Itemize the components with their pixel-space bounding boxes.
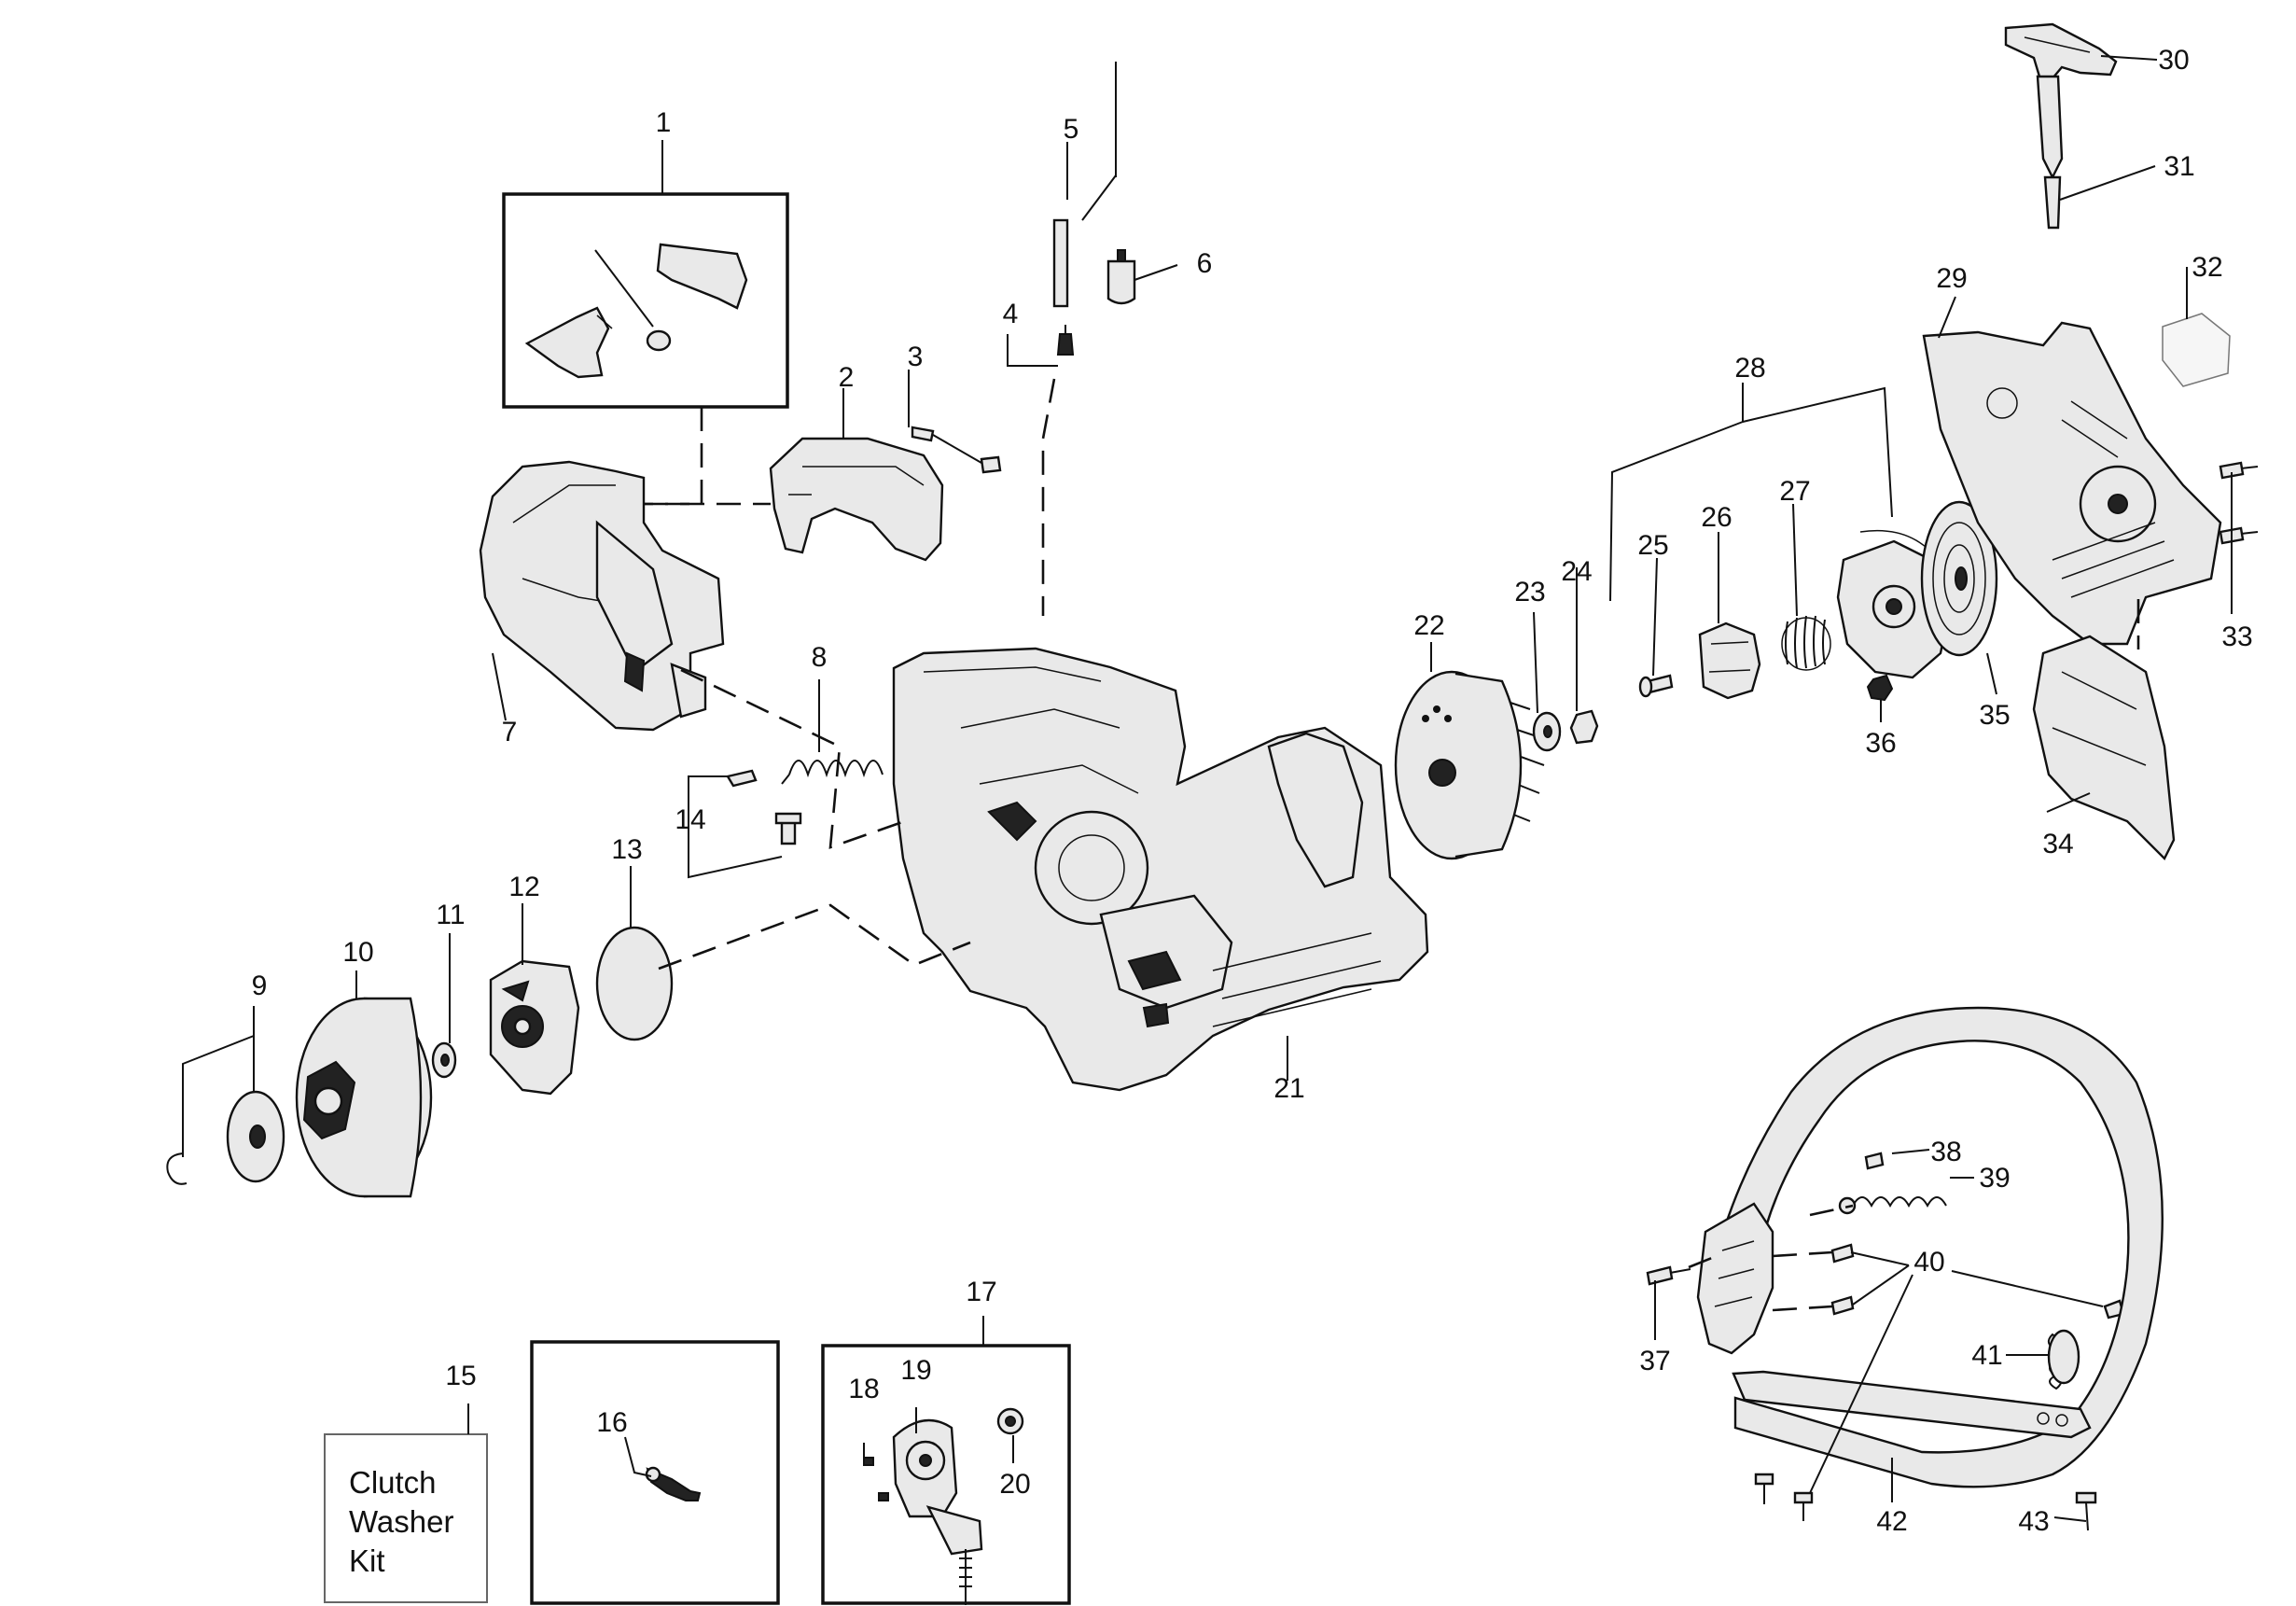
label-35: 35: [1979, 700, 2010, 731]
label-16: 16: [596, 1407, 627, 1438]
label-38: 38: [1930, 1137, 1961, 1167]
label-4: 4: [1003, 299, 1019, 329]
label-23: 23: [1514, 577, 1545, 607]
label-15: 15: [445, 1361, 476, 1391]
label-20: 20: [999, 1469, 1030, 1500]
part-7-rear-handle: [479, 460, 725, 732]
label-11: 11: [436, 900, 465, 930]
part-42-bracket: [1732, 1370, 2092, 1439]
part-1-box: [502, 192, 789, 409]
kit-line-1: Clutch: [349, 1465, 437, 1500]
label-37: 37: [1639, 1346, 1670, 1376]
label-32: 32: [2192, 252, 2222, 283]
label-13: 13: [611, 834, 642, 865]
part-41-spring: [2047, 1329, 2080, 1390]
label-31: 31: [2164, 151, 2194, 182]
part-4-valve: [1056, 325, 1075, 356]
part-43-screw: [2075, 1491, 2097, 1531]
label-17: 17: [966, 1277, 996, 1307]
part-27-spring: [1781, 615, 1831, 671]
part-15-kit-box: [324, 1433, 488, 1603]
label-33: 33: [2221, 621, 2252, 652]
label-2: 2: [839, 362, 855, 393]
part-42-screws: [1754, 1473, 1814, 1521]
part-39-spring: [1838, 1196, 1947, 1215]
label-21: 21: [1273, 1073, 1304, 1104]
part-40-front-handle: [1696, 1006, 2164, 1488]
part-21-crankcase: [892, 647, 1429, 1092]
part-38-screw: [1864, 1152, 1885, 1170]
label-19: 19: [900, 1355, 931, 1386]
part-26-pawl: [1698, 621, 1761, 700]
part-23-washer: [1532, 711, 1562, 752]
part-10-clutch-drum: [295, 997, 433, 1198]
label-7: 7: [502, 717, 518, 747]
part-33-screws: [2219, 461, 2259, 545]
kit-line-2: Washer: [349, 1504, 453, 1539]
part-25-screw: [1638, 674, 1674, 698]
label-9: 9: [252, 971, 268, 1001]
label-24: 24: [1561, 556, 1592, 587]
label-39: 39: [1979, 1163, 2010, 1194]
label-28: 28: [1734, 353, 1765, 384]
label-18: 18: [848, 1374, 879, 1404]
part-34-cover: [2032, 635, 2176, 861]
part-11-washer: [431, 1041, 457, 1079]
label-42: 42: [1876, 1506, 1907, 1537]
leader-lines: [182, 55, 2233, 1522]
label-40: 40: [1913, 1247, 1944, 1278]
label-43: 43: [2018, 1506, 2049, 1537]
label-34: 34: [2042, 829, 2073, 859]
label-12: 12: [508, 872, 539, 902]
part-9-clip: [166, 1152, 188, 1185]
part-number-labels: 1 2 3 4 5 6 7 8 9 10 11 12 13 14 15 16 1…: [252, 45, 2253, 1537]
part-2-handle-cover: [769, 437, 944, 562]
clutch-washer-kit-text: Clutch Washer Kit: [349, 1465, 453, 1578]
part-12-clutch: [489, 959, 580, 1096]
label-26: 26: [1701, 502, 1732, 533]
label-10: 10: [342, 937, 373, 968]
label-22: 22: [1413, 610, 1444, 641]
part-35-rewind-spring: [1920, 500, 1998, 657]
part-24-nut: [1569, 709, 1599, 745]
kit-line-3: Kit: [349, 1543, 385, 1578]
part-5-fuel-line: [1052, 62, 1117, 308]
label-14: 14: [675, 804, 705, 835]
label-6: 6: [1197, 248, 1213, 279]
part-9-washer: [226, 1090, 285, 1183]
label-8: 8: [812, 642, 828, 673]
part-30-starter-grip: [2004, 22, 2118, 80]
part-37-screw: [1646, 1265, 1691, 1286]
label-36: 36: [1865, 728, 1896, 759]
part-40-screws: [1830, 1243, 2125, 1320]
label-3: 3: [908, 342, 924, 372]
label-27: 27: [1779, 476, 1810, 507]
part-29-starter-housing: [1922, 321, 2222, 646]
part-6-fuel-filter: [1106, 249, 1136, 305]
part-16-box: [530, 1340, 780, 1605]
label-29: 29: [1936, 263, 1967, 294]
part-36-nut: [1866, 674, 1894, 702]
part-8-spring: [781, 760, 884, 785]
label-25: 25: [1637, 530, 1668, 561]
part-17-box: [821, 1344, 1071, 1605]
part-31-rope: [2036, 75, 2064, 230]
part-3-screws: [911, 426, 1002, 474]
part-22-flywheel: [1394, 670, 1545, 860]
assembly-dashed-lines: [644, 378, 2140, 1312]
part-13-plate: [595, 926, 674, 1041]
label-30: 30: [2158, 45, 2189, 76]
part-14-screws: [726, 769, 802, 845]
label-41: 41: [1971, 1340, 2002, 1371]
label-5: 5: [1064, 114, 1079, 145]
label-1: 1: [656, 107, 672, 138]
part-32-label: [2162, 313, 2231, 387]
